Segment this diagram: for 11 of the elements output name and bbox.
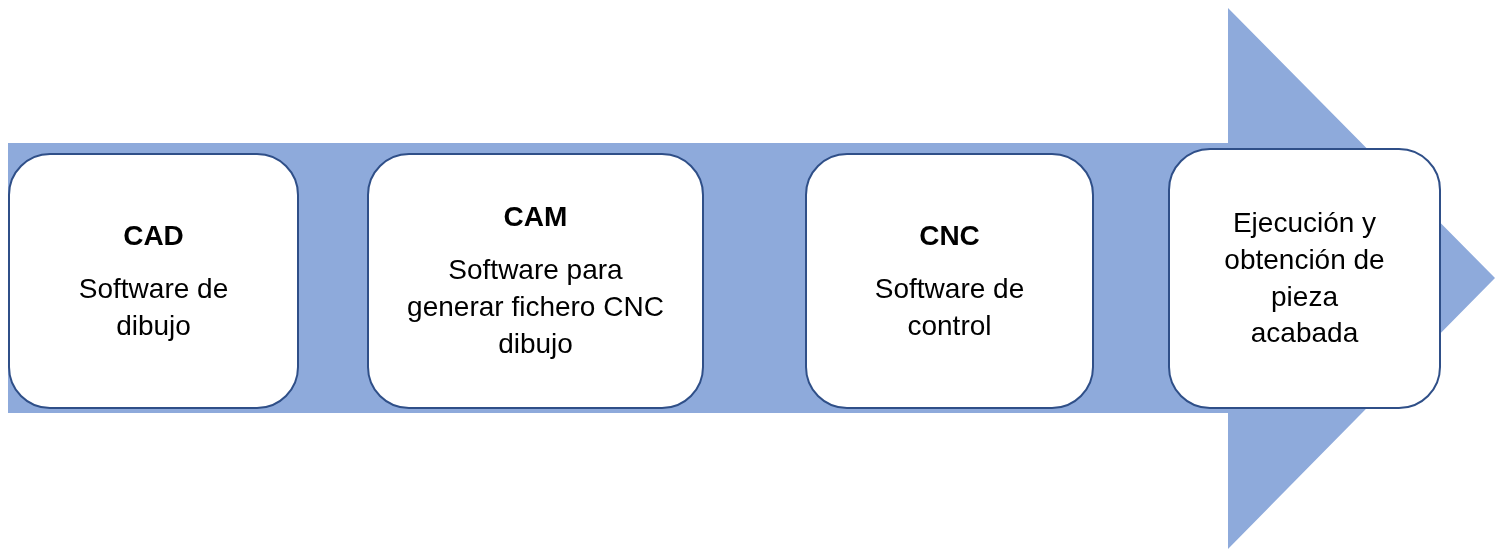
step-title: CAM — [503, 200, 568, 235]
step-card — [8, 153, 299, 409]
step-description: Ejecución y obtención de pieza acabada — [1223, 205, 1386, 351]
step-card — [1168, 148, 1441, 409]
step-card — [367, 153, 704, 409]
step-card — [805, 153, 1094, 409]
step-description: Software de control — [873, 271, 1026, 343]
step-description: Software para generar fichero CNC dibujo — [406, 253, 665, 361]
step-title: CNC — [919, 218, 980, 253]
step-title: CAD — [123, 218, 184, 253]
step-description: Software de dibujo — [77, 271, 230, 343]
